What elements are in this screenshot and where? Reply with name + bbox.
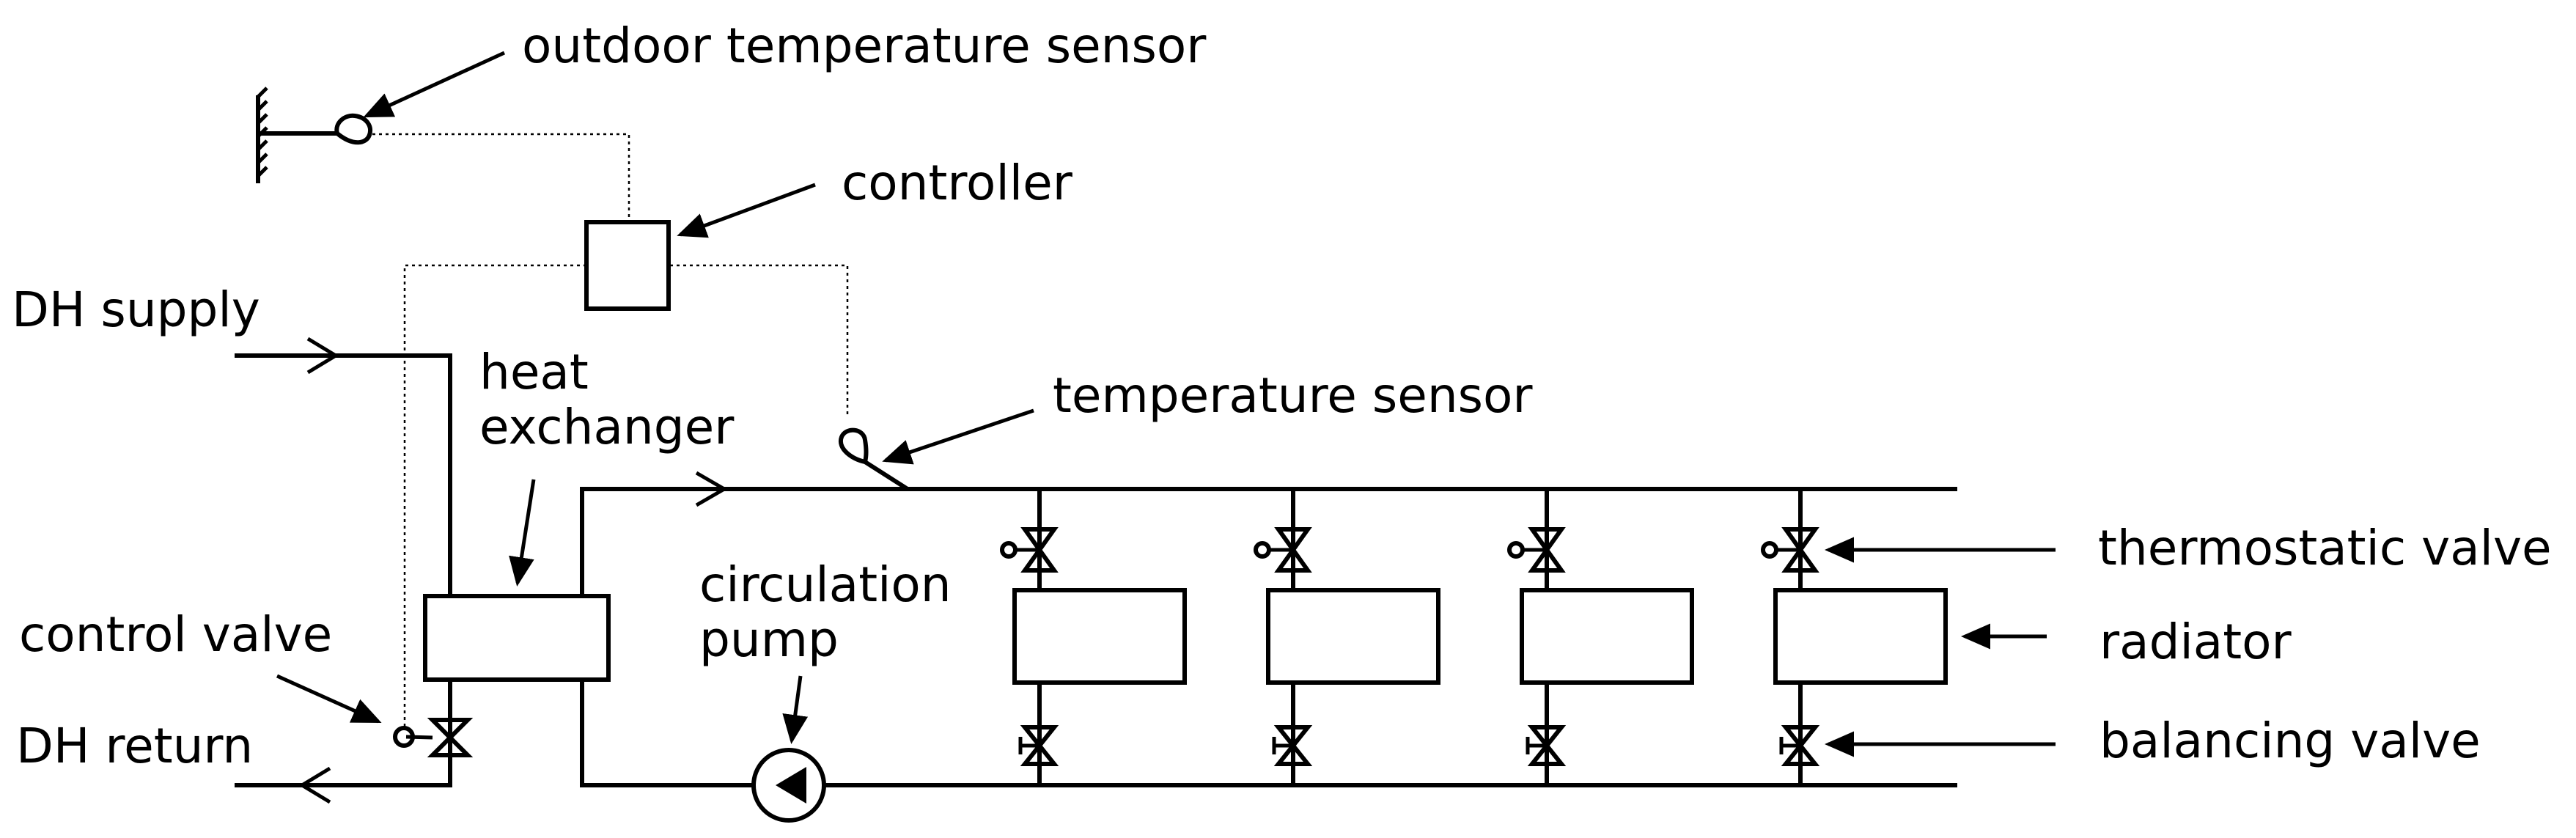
secondary-supply-pipe — [580, 471, 1957, 595]
controller — [584, 220, 671, 311]
dh-supply-label: DH supply — [12, 282, 260, 338]
dh-supply-pipe — [235, 337, 452, 595]
arrow-circulation-pump — [782, 675, 809, 744]
radiator-branch-3 — [1507, 489, 1694, 785]
balancing-valve — [1781, 725, 1820, 766]
arrow-control-valve — [276, 674, 382, 724]
control-valve-label: control valve — [19, 606, 332, 663]
heat-exchanger-label-line2: exchanger — [479, 399, 735, 455]
radiator-branch-2 — [1254, 489, 1440, 785]
radiator — [1773, 588, 1948, 685]
dh-return-pipe — [235, 669, 452, 804]
temperature-sensor — [838, 427, 909, 491]
radiator-branch-4 — [1761, 489, 1948, 785]
dh-return-label: DH return — [16, 718, 253, 774]
arrow-outdoor-sensor — [363, 51, 506, 118]
arrow-temperature-sensor — [882, 408, 1034, 465]
outdoor-temperature-sensor — [256, 87, 372, 183]
radiator-label: radiator — [2100, 614, 2292, 670]
arrow-controller — [677, 183, 816, 238]
radiator — [1266, 588, 1440, 685]
circulation-pump-label-line1: circulation — [699, 556, 952, 613]
balancing-valve — [1020, 725, 1059, 766]
balancing-valve — [1527, 725, 1567, 766]
control-signal-lines — [372, 133, 849, 729]
balancing-valve-label: balancing valve — [2100, 713, 2481, 769]
thermostatic-valve — [1274, 527, 1312, 573]
thermostatic-valve-label: thermostatic valve — [2098, 520, 2552, 576]
thermostatic-valve — [1781, 527, 1819, 573]
circulation-pump-label-line2: pump — [699, 611, 839, 668]
radiator — [1520, 588, 1694, 685]
radiator — [1012, 588, 1187, 685]
outdoor-sensor-label: outdoor temperature sensor — [522, 18, 1207, 74]
balancing-valve — [1273, 725, 1313, 766]
controller-label: controller — [842, 155, 1073, 211]
secondary-return-pipe — [580, 680, 1957, 787]
thermostatic-valve — [1020, 527, 1059, 573]
temperature-sensor-label: temperature sensor — [1053, 367, 1533, 424]
thermostatic-valve — [1528, 527, 1566, 573]
sensor-bulb — [334, 113, 372, 145]
circulation-pump — [751, 748, 826, 823]
heat-exchanger — [423, 594, 611, 682]
heat-exchanger-label-line1: heat — [479, 344, 589, 400]
control-valve — [393, 718, 474, 757]
leader-arrows — [276, 51, 2056, 757]
arrow-heat-exchanger — [509, 479, 536, 587]
radiator-branch-1 — [1000, 489, 1187, 785]
